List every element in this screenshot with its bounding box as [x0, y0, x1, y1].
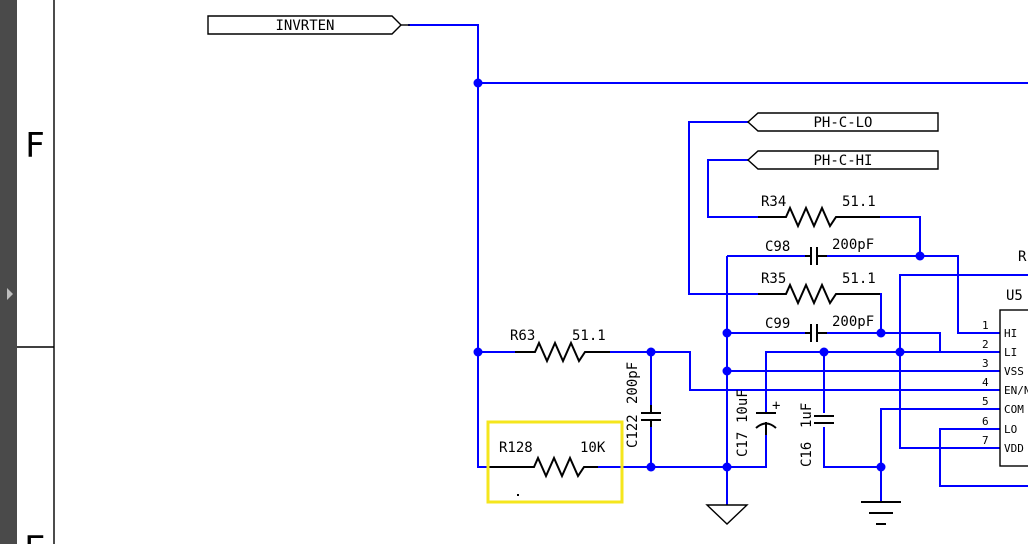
ic-ref-label: U5	[1006, 288, 1023, 304]
partial-ref-label: R	[1018, 249, 1027, 265]
pin-number: 1	[982, 319, 989, 332]
junction-dot	[646, 347, 656, 357]
wire-vdd	[899, 352, 1000, 449]
pin-number: 3	[982, 357, 989, 370]
wire-vdd-up	[899, 274, 1028, 352]
ic-pin-5[interactable]: 5 COM	[982, 395, 1024, 416]
net-flag-ph-c-lo[interactable]: PH-C-LO	[746, 112, 939, 132]
expand-arrow-icon[interactable]	[7, 288, 13, 300]
wire-r35-right	[880, 293, 882, 333]
wires	[408, 24, 1028, 505]
value-label: 51.1	[842, 194, 876, 210]
ref-label: R128	[499, 440, 533, 456]
pin-name: LI	[1004, 346, 1017, 359]
net-flag-invrten[interactable]: INVRTEN	[207, 15, 410, 35]
junction-dot	[722, 462, 732, 472]
net-flag-label: PH-C-LO	[813, 115, 872, 131]
capacitor-c16[interactable]: C16 1uF	[799, 403, 834, 467]
ref-label: R34	[761, 194, 786, 210]
pin-number: 5	[982, 395, 989, 408]
junction-dot	[722, 366, 732, 376]
pin-name: COM	[1004, 403, 1024, 416]
ref-label: R63	[510, 328, 535, 344]
wire-hi	[827, 255, 1000, 334]
panel-collapse-strip[interactable]	[0, 0, 17, 544]
junction-dot	[876, 462, 886, 472]
junction-dot	[473, 78, 483, 88]
wire-r34-right	[880, 216, 921, 256]
junction-dot	[876, 328, 886, 338]
value-label: 200pF	[832, 237, 874, 253]
net-flag-label: PH-C-HI	[813, 153, 872, 169]
ic-pin-4[interactable]: 4 EN/N	[982, 376, 1028, 397]
ic-pin-2[interactable]: 2 LI	[982, 338, 1017, 359]
pin-name: HI	[1004, 327, 1017, 340]
wire-r63-en	[610, 351, 1000, 391]
pin-number: 7	[982, 434, 989, 447]
polarity-plus-icon: +	[772, 398, 780, 414]
junction-dot	[473, 347, 483, 357]
ref-label: C17	[735, 432, 751, 457]
net-flag-label: INVRTEN	[275, 18, 334, 34]
capacitor-c98[interactable]: C98 200pF	[765, 237, 874, 265]
wire-ph-c-lo	[688, 121, 758, 295]
junction-dot	[819, 347, 829, 357]
ic-pin-7[interactable]: 7 VDD	[982, 434, 1024, 455]
value-label: 51.1	[572, 328, 606, 344]
junction-dot	[895, 347, 905, 357]
wire-ph-c-hi	[707, 159, 758, 218]
value-label: 200pF	[625, 362, 641, 404]
pin-number: 4	[982, 376, 989, 389]
value-label: 1uF	[799, 403, 815, 428]
ref-label: C122	[625, 414, 641, 448]
ic-pin-6[interactable]: 6 LO	[982, 415, 1017, 436]
wire-li	[827, 332, 1000, 353]
wire-c16-bottom	[823, 427, 881, 468]
selection-box	[486, 420, 624, 504]
value-label: 200pF	[832, 314, 874, 330]
capacitor-c122[interactable]: C122 200pF	[625, 362, 661, 448]
junction-dot	[915, 251, 925, 261]
ic-body	[999, 309, 1028, 467]
wire-invrten	[408, 24, 487, 468]
ref-label: C98	[765, 239, 790, 255]
ground-symbol-triangle[interactable]	[705, 504, 749, 525]
capacitor-c99[interactable]: C99 200pF	[765, 314, 874, 342]
resistor-r128[interactable]: R128 10K	[487, 440, 606, 496]
zone-label-f: F	[25, 126, 45, 166]
value-label: 51.1	[842, 271, 876, 287]
value-label: 10K	[580, 440, 606, 456]
junctions	[473, 78, 925, 472]
pin-name: VSS	[1004, 365, 1024, 378]
junction-dot	[722, 328, 732, 338]
net-flag-ph-c-hi[interactable]: PH-C-HI	[746, 150, 939, 170]
pin-number: 6	[982, 415, 989, 428]
capacitor-c17[interactable]: + C17 10uF	[735, 389, 780, 457]
pin-name: EN/N	[1004, 384, 1028, 397]
junction-dot	[646, 462, 656, 472]
pin-number: 2	[982, 338, 989, 351]
origin-marker	[517, 494, 519, 496]
wire-lo	[939, 428, 1028, 487]
ic-u5[interactable]: U5 R 1 HI 2 LI 3 VSS 4 EN/N 5 COM 6 LO 7…	[982, 249, 1028, 467]
ref-label: R35	[761, 271, 786, 287]
ic-pin-1[interactable]: 1 HI	[982, 319, 1017, 340]
pin-name: LO	[1004, 423, 1017, 436]
value-label: 10uF	[735, 389, 751, 423]
resistor-r63[interactable]: R63 51.1	[510, 328, 610, 364]
wire-c17-top	[765, 351, 1000, 413]
ref-label: C16	[799, 442, 815, 467]
ground-symbol-bars[interactable]	[861, 501, 901, 525]
resistor-r34[interactable]: R34 51.1	[758, 194, 880, 229]
zone-label-e: E	[24, 529, 45, 544]
resistor-r35[interactable]: R35 51.1	[758, 271, 880, 306]
ic-pin-3[interactable]: 3 VSS	[982, 357, 1024, 378]
ref-label: C99	[765, 316, 790, 332]
pin-name: VDD	[1004, 442, 1024, 455]
